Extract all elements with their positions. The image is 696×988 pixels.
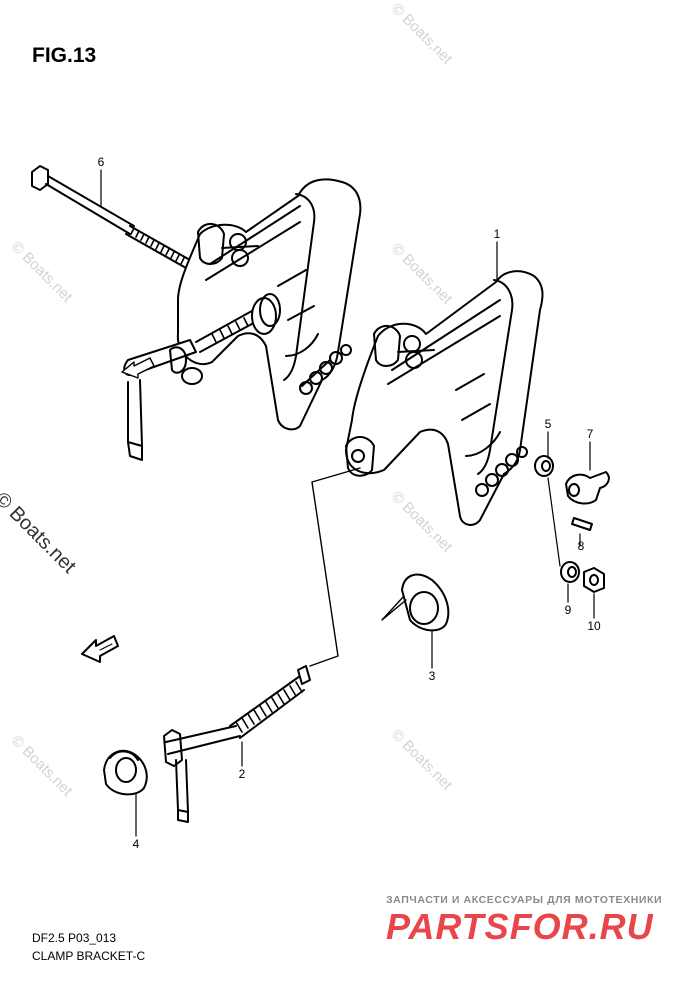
part-3-pad — [381, 573, 450, 632]
callout-10: 10 — [587, 619, 601, 633]
part-8-pin — [571, 517, 593, 531]
part-5-bushing — [534, 455, 554, 477]
front-direction-arrow-icon — [121, 357, 155, 379]
callout-9: 9 — [564, 603, 572, 617]
figure-caption: CLAMP BRACKET-C — [32, 949, 146, 963]
callout-8: 8 — [577, 539, 585, 553]
part-2-clamp-screw — [163, 665, 311, 823]
brand-tagline: ЗАПЧАСТИ И АКСЕССУАРЫ ДЛЯ МОТОТЕХНИКИ — [386, 894, 663, 906]
part-7-wing-bolt — [565, 471, 610, 505]
brand-logo: PARTSFOR.RU — [386, 906, 654, 947]
part-4-cap — [103, 749, 148, 796]
callout-7: 7 — [586, 427, 594, 441]
part-1-clamp-bracket-right — [345, 270, 544, 526]
callout-1: 1 — [493, 227, 501, 241]
callout-5: 5 — [544, 417, 552, 431]
leader-line — [309, 467, 361, 667]
callout-3: 3 — [428, 669, 436, 683]
part-1-clamp-bracket-left — [123, 178, 362, 461]
part-9-washer — [560, 561, 580, 583]
front-direction-arrow-icon — [81, 635, 119, 663]
leader-line — [547, 477, 561, 567]
figure-title: FIG.13 — [32, 44, 97, 67]
callout-2: 2 — [238, 767, 246, 781]
figure-code: DF2.5 P03_013 — [32, 931, 117, 945]
part-10-nut — [583, 567, 605, 593]
part-6-clamp-screw — [31, 165, 191, 269]
callout-6: 6 — [97, 155, 105, 169]
callout-leaders — [100, 169, 595, 837]
callout-4: 4 — [132, 837, 140, 851]
